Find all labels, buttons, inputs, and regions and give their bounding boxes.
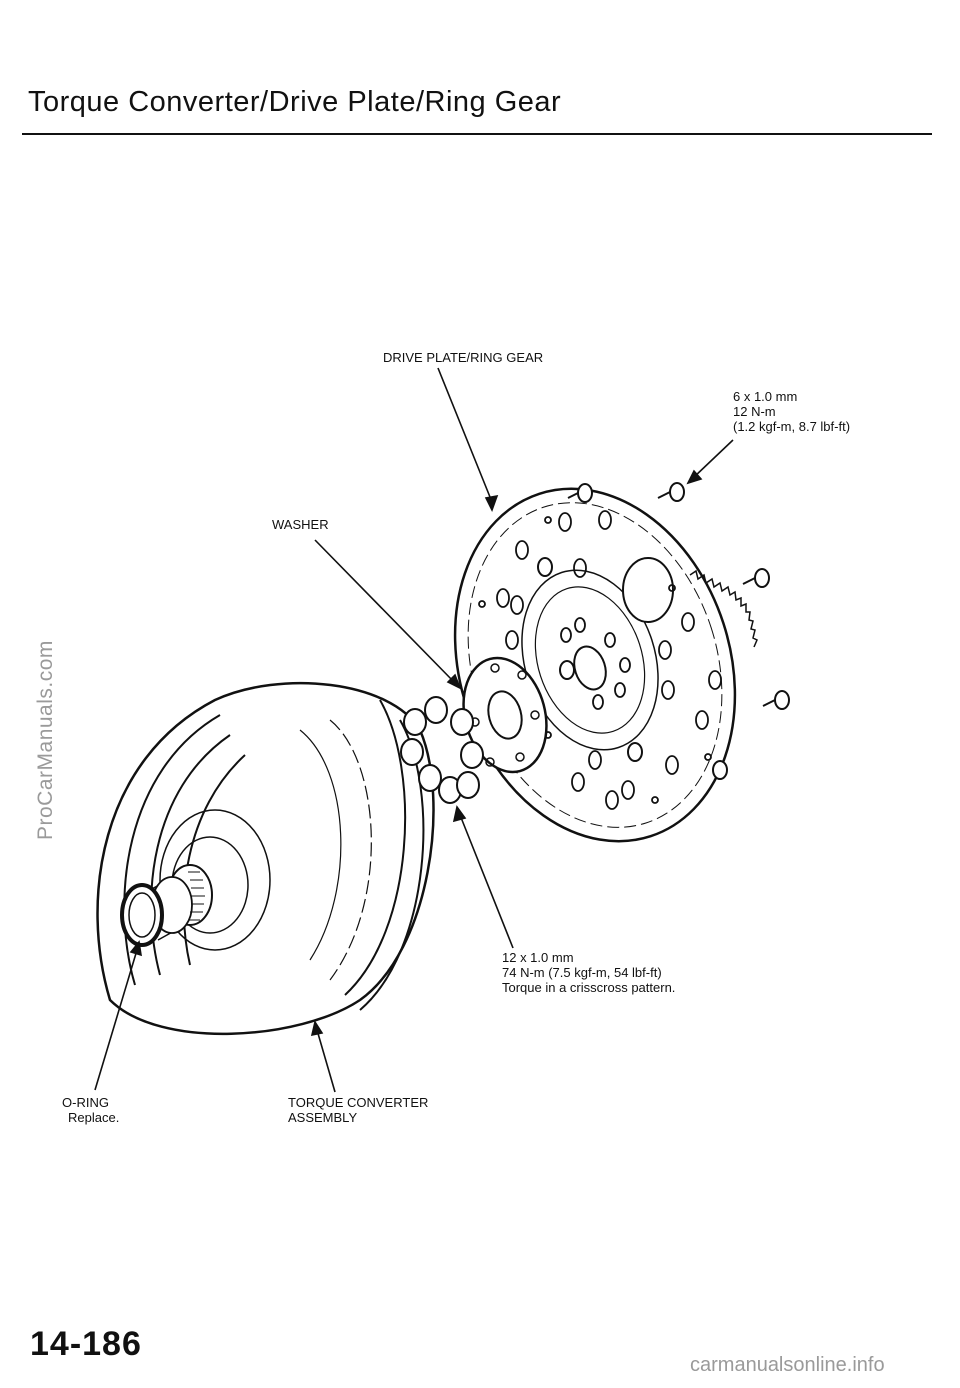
label-converter-line2: ASSEMBLY bbox=[288, 1110, 358, 1125]
drive-plate bbox=[453, 487, 758, 843]
page-title: Torque Converter/Drive Plate/Ring Gear bbox=[28, 86, 562, 118]
label-converter-line1: TORQUE CONVERTER bbox=[288, 1095, 429, 1110]
title-divider bbox=[22, 133, 932, 135]
label-small-bolt-size: 6 x 1.0 mm bbox=[733, 389, 798, 404]
large-bolts bbox=[400, 696, 484, 804]
torque-converter bbox=[96, 681, 435, 1036]
page-number: 14-186 bbox=[30, 1325, 142, 1363]
side-watermark: ProCarManuals.com bbox=[34, 640, 57, 840]
label-large-bolt-size: 12 x 1.0 mm bbox=[502, 950, 574, 965]
label-large-bolt-note: Torque in a crisscross pattern. bbox=[502, 980, 676, 995]
plate-holes bbox=[478, 510, 722, 810]
small-bolts bbox=[537, 482, 790, 780]
label-large-bolt-torque: 74 N-m (7.5 kgf-m, 54 lbf-ft) bbox=[502, 965, 662, 980]
label-small-bolt-torque: 12 N-m bbox=[733, 404, 776, 419]
spline-teeth bbox=[188, 871, 205, 921]
washer bbox=[462, 656, 548, 774]
label-o-ring-note: Replace. bbox=[68, 1110, 120, 1125]
leader-lines bbox=[94, 367, 734, 1093]
label-o-ring: O-RING bbox=[62, 1095, 109, 1110]
o-ring bbox=[120, 883, 164, 947]
bottom-watermark: carmanualsonline.info bbox=[690, 1354, 885, 1376]
label-drive-plate: DRIVE PLATE/RING GEAR bbox=[383, 350, 544, 365]
label-small-bolt-torque-alt: (1.2 kgf-m, 8.7 lbf-ft) bbox=[733, 419, 851, 434]
label-washer: WASHER bbox=[272, 517, 329, 532]
